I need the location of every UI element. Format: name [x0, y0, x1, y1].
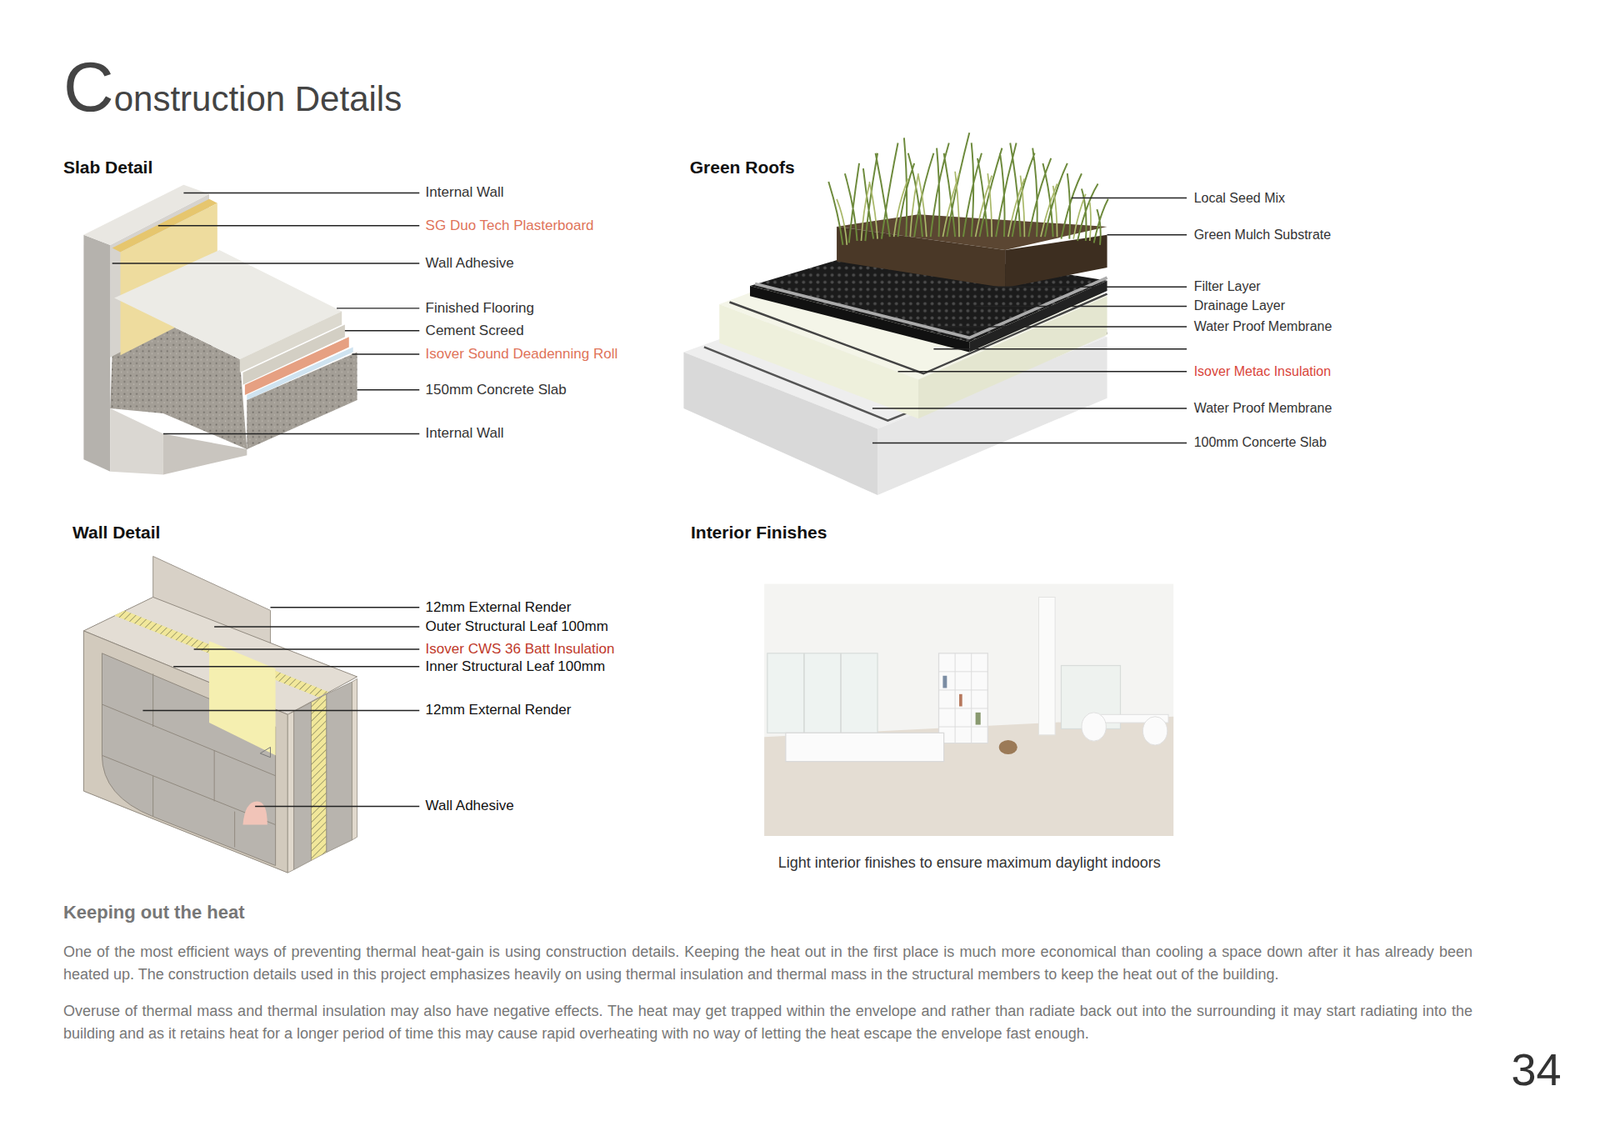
green-roof-illustration	[683, 132, 1108, 495]
part-label: 12mm External Render	[425, 701, 572, 720]
part-label: 12mm External Render	[425, 598, 572, 616]
slab-illustration-part	[83, 235, 110, 472]
leader-line-part	[255, 805, 420, 807]
leader-line-part	[183, 192, 420, 194]
leader-line-part	[173, 665, 420, 667]
page-number: 34	[1510, 1046, 1561, 1092]
interior-photo-part	[764, 584, 1174, 837]
part-label: Isover CWS 36 Batt Insulation	[425, 640, 615, 658]
wall-illustration-part	[242, 800, 267, 825]
wall-illustration-part	[326, 681, 353, 853]
leader-line-part	[336, 307, 420, 309]
leader-line-part	[898, 370, 1188, 372]
wall-illustration-part	[209, 640, 276, 755]
part-label: Wall Adhesive	[425, 797, 515, 815]
part-label: Green Mulch Substrate	[1194, 226, 1332, 244]
slab-illustration	[83, 185, 357, 475]
wall-illustration	[83, 555, 357, 873]
interior-photo-part	[1039, 596, 1056, 735]
interior-photo-part	[785, 732, 945, 761]
body-heading: Keeping out the heat	[63, 900, 245, 925]
leader-line-part	[1071, 197, 1187, 199]
leader-line-part	[345, 330, 420, 331]
leader-line	[112, 192, 1187, 806]
part-label: Water Proof Membrane	[1194, 318, 1333, 335]
interior-photo-part	[975, 712, 981, 725]
part-label: Finished Flooring	[425, 299, 535, 317]
interior-photo-part	[1081, 712, 1106, 741]
leader-line-part	[142, 710, 420, 711]
part-label: Water Proof Membrane	[1194, 400, 1333, 417]
leader-line-part	[974, 305, 1187, 307]
interior-photo-part	[804, 653, 841, 734]
leader-line-part	[112, 262, 420, 264]
leader-line-part	[194, 648, 420, 650]
leader-line-part	[270, 606, 420, 608]
part-label: Drainage Layer	[1194, 297, 1285, 315]
part-label: Isover Metac Insulation	[1194, 363, 1332, 380]
part-label: Wall Adhesive	[425, 254, 515, 272]
leader-line-part	[214, 625, 420, 627]
section-heading: Green Roofs	[690, 156, 795, 179]
part-label: Inner Structural Leaf 100mm	[425, 657, 605, 675]
leader-line-part	[158, 225, 420, 226]
part-label: SG Duo Tech Plasterboard	[425, 216, 595, 235]
interior-photo-part	[999, 740, 1018, 755]
wall-illustration-part	[260, 747, 270, 758]
wall-illustration-part	[310, 694, 326, 861]
interior-photo-part	[942, 675, 947, 689]
part-label: Cement Screed	[425, 321, 525, 340]
green-roof-illustration-part	[828, 132, 1109, 245]
green-roof-illustration-part	[750, 285, 970, 353]
part-label: Filter Layer	[1194, 278, 1261, 295]
part-label: Internal Wall	[425, 425, 505, 443]
section-heading: Wall Detail	[72, 521, 160, 544]
wall-illustration-part	[287, 711, 294, 874]
part-label: Isover Sound Deadenning Roll	[425, 345, 619, 363]
green-roof-illustration-part	[836, 171, 1091, 245]
page-title: Construction Details	[63, 46, 402, 128]
interior-photo-part	[1142, 716, 1167, 745]
slab-illustration-part	[163, 434, 247, 475]
leader-line-part	[872, 407, 1187, 409]
slab-illustration-part	[246, 352, 357, 450]
leader-line-part	[1107, 234, 1188, 235]
leader-line-part	[985, 285, 1187, 287]
green-roof-illustration-part	[1005, 235, 1107, 289]
leader-line-part	[872, 442, 1187, 444]
wall-illustration-part	[294, 702, 312, 870]
interior-photo	[764, 584, 1174, 837]
leader-line-part	[351, 353, 420, 355]
section-heading: Slab Detail	[63, 156, 153, 179]
image-caption: Light interior finishes to ensure maximu…	[778, 852, 1161, 872]
part-label: Local Seed Mix	[1194, 190, 1285, 207]
wall-illustration-part	[351, 678, 357, 840]
part-label: 150mm Concrete Slab	[425, 380, 567, 399]
interior-photo-part	[939, 653, 989, 744]
interior-photo-part	[959, 694, 963, 707]
green-roof-illustration-part	[969, 280, 1107, 353]
body-text: Overuse of thermal mass and thermal insu…	[63, 1000, 1473, 1045]
slab-illustration-part	[110, 408, 164, 475]
section-heading: Interior Finishes	[690, 521, 827, 544]
part-label: Internal Wall	[425, 184, 505, 202]
leader-line-part	[163, 433, 420, 435]
part-label: Outer Structural Leaf 100mm	[425, 617, 609, 635]
leader-line-part	[357, 389, 420, 390]
leader-line-part	[933, 348, 1187, 350]
body-text: One of the most efficient ways of preven…	[63, 940, 1473, 986]
part-label: 100mm Concerte Slab	[1194, 434, 1327, 451]
interior-photo-part	[939, 653, 989, 744]
interior-photo-part	[767, 653, 878, 734]
leader-line-part	[939, 325, 1188, 327]
